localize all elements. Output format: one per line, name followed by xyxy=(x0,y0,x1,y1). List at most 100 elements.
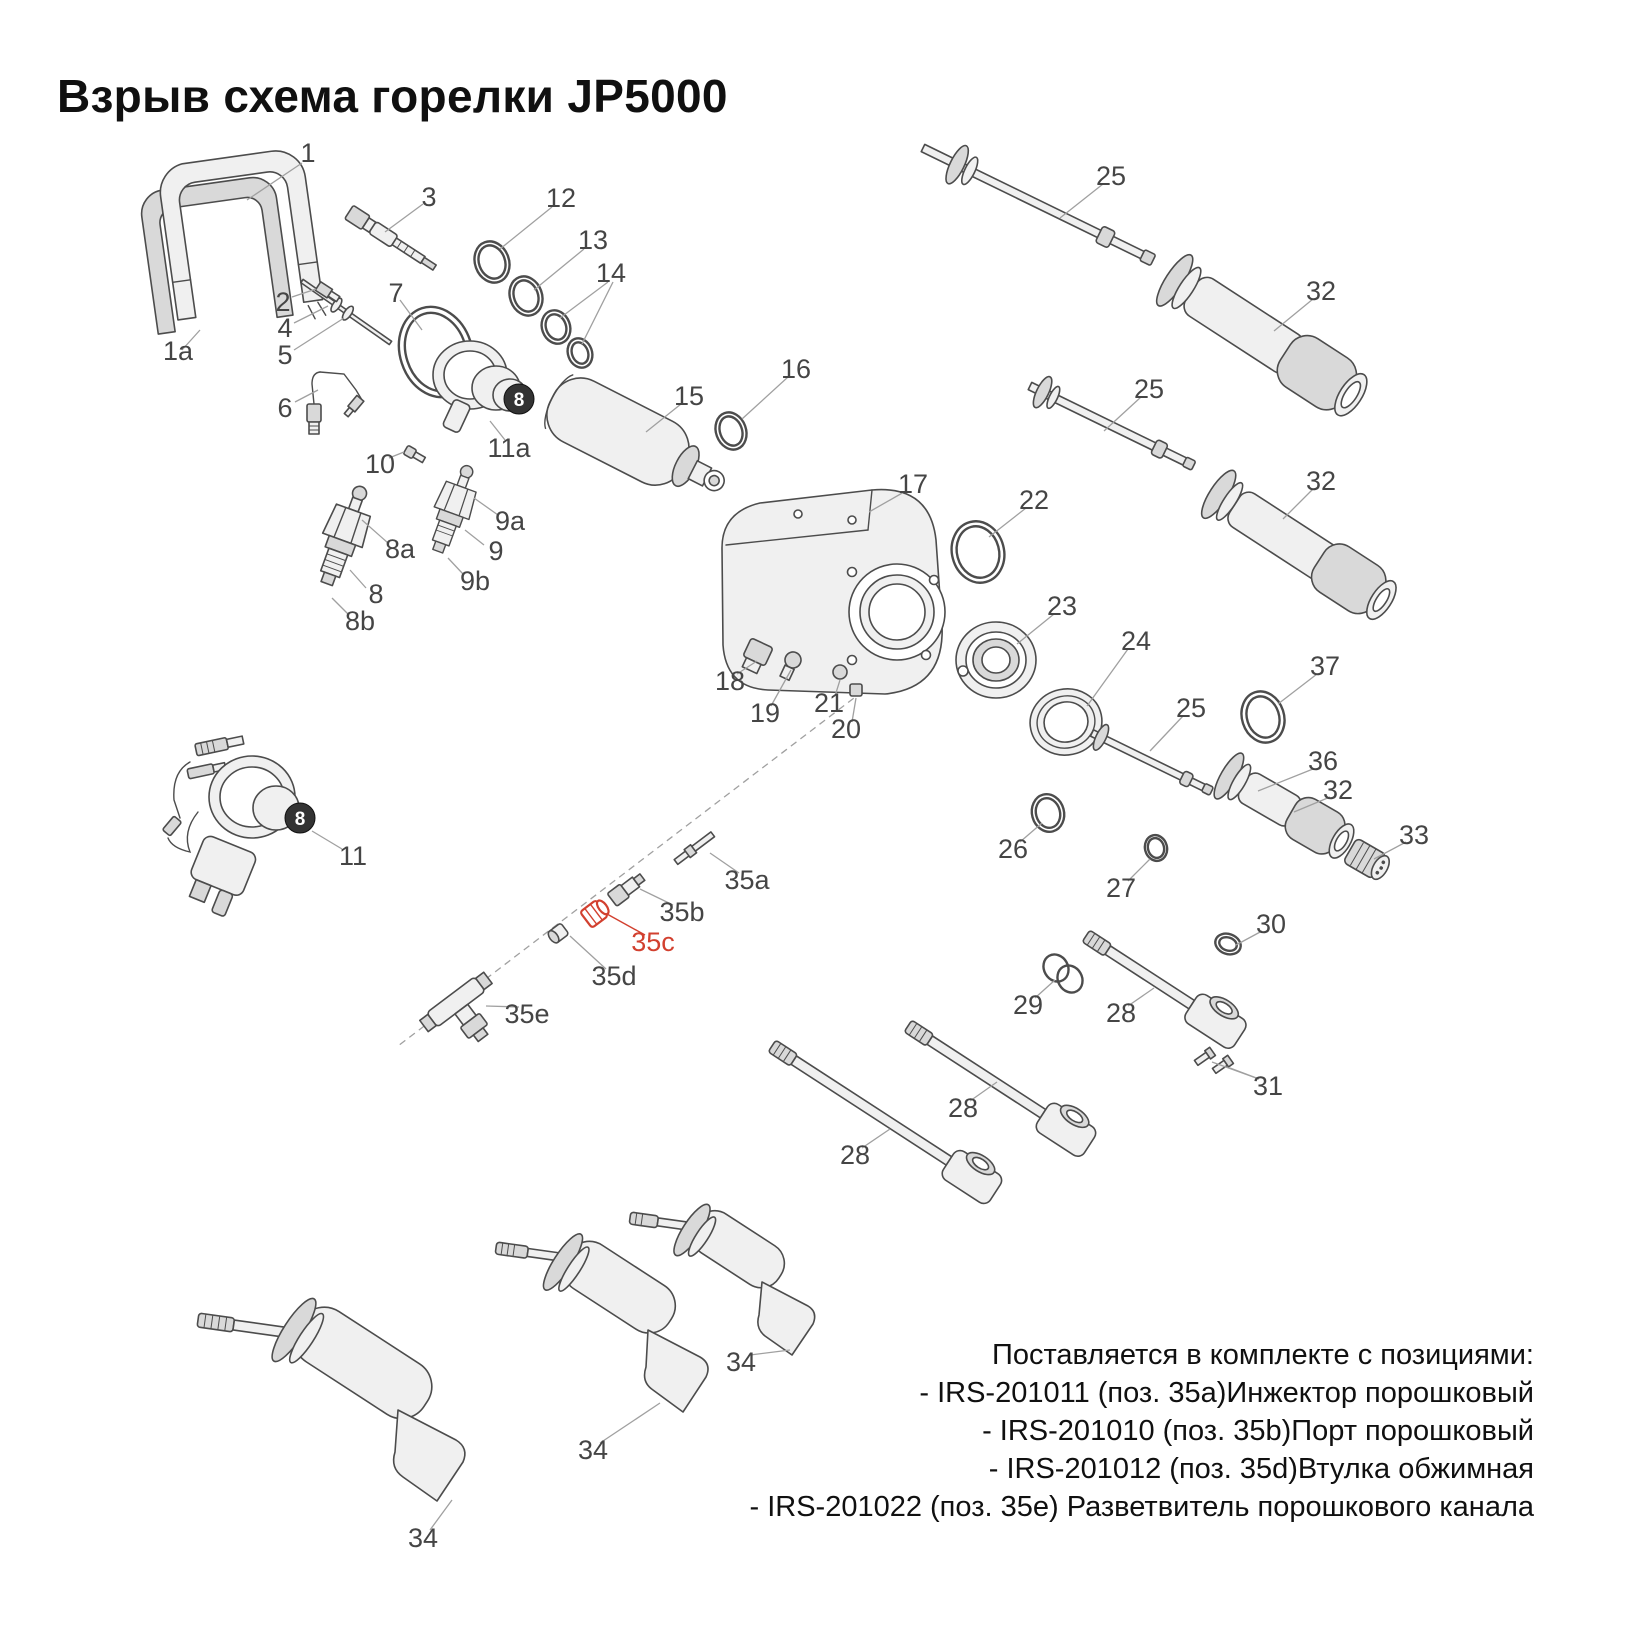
part-1-cover xyxy=(159,150,327,321)
label-14: 14 xyxy=(596,258,626,288)
part-16-oring xyxy=(714,411,748,451)
label-31: 31 xyxy=(1253,1071,1283,1101)
label-26: 26 xyxy=(998,834,1028,864)
label-36: 36 xyxy=(1308,746,1338,776)
ball-marking-11: 8 xyxy=(295,809,306,830)
page-title: Взрыв схема горелки JP5000 xyxy=(57,69,728,122)
part-33-knurled-nut xyxy=(1344,838,1390,881)
label-28-c: 28 xyxy=(840,1140,870,1170)
part-27-oring xyxy=(1143,833,1169,863)
label-33: 33 xyxy=(1399,820,1429,850)
part-14-orings xyxy=(540,309,594,369)
part-8-valve xyxy=(319,485,372,587)
part-30-oring xyxy=(1214,932,1242,956)
part-21-fitting xyxy=(832,664,848,680)
part-32-handle-c xyxy=(1213,752,1355,859)
part-31-screws xyxy=(1193,1046,1235,1075)
part-37-oring xyxy=(1240,690,1286,744)
part-26-oring xyxy=(1030,792,1066,834)
part-35c-nut-highlighted xyxy=(580,899,610,928)
part-1a-inner-shell xyxy=(140,176,294,335)
part-29-orings xyxy=(1042,953,1084,994)
label-35d: 35d xyxy=(591,961,636,991)
part-18-fitting xyxy=(741,638,773,675)
part-15-barrel xyxy=(544,374,725,492)
part-35e-splitter xyxy=(419,971,493,1043)
label-35a: 35a xyxy=(724,865,770,895)
part-6-sensor-cable xyxy=(306,371,365,435)
label-15: 15 xyxy=(674,381,704,411)
kit-note-item: - IRS-201010 (поз. 35b)Порт порошковый xyxy=(982,1415,1534,1447)
label-23: 23 xyxy=(1047,591,1077,621)
part-28-hose-c xyxy=(768,1040,1003,1205)
kit-notes-heading: Поставляется в комплекте с позициями: xyxy=(991,1339,1534,1371)
label-25-a: 25 xyxy=(1096,161,1126,191)
label-24: 24 xyxy=(1121,626,1151,656)
part-34-assembly-a xyxy=(196,1297,466,1502)
ball-marking-11a: 8 xyxy=(514,390,525,411)
label-1a: 1a xyxy=(163,336,194,366)
part-28-hose-b xyxy=(904,1020,1097,1158)
label-11a: 11a xyxy=(487,433,531,463)
part-25-rod-b xyxy=(1027,375,1196,471)
part-35a-injector xyxy=(673,831,716,866)
label-8b: 8b xyxy=(345,606,375,636)
kit-note-item: - IRS-201012 (поз. 35d)Втулка обжимная xyxy=(988,1453,1534,1485)
part-10-screw xyxy=(403,445,427,464)
part-32-handle-a xyxy=(1155,253,1368,417)
label-21: 21 xyxy=(814,688,844,718)
part-13-oring xyxy=(508,275,544,317)
label-17: 17 xyxy=(898,469,928,499)
part-12-oring xyxy=(473,240,511,284)
label-32-a: 32 xyxy=(1306,276,1336,306)
part-36-flange xyxy=(1213,752,1252,801)
part-25-rod-c xyxy=(1089,723,1214,796)
label-10: 10 xyxy=(365,449,395,479)
label-16: 16 xyxy=(781,354,811,384)
label-28-a: 28 xyxy=(1106,998,1136,1028)
label-18: 18 xyxy=(715,666,745,696)
label-34-c: 34 xyxy=(726,1347,756,1377)
label-6: 6 xyxy=(277,393,292,423)
label-9a: 9a xyxy=(495,506,526,536)
label-20: 20 xyxy=(831,714,861,744)
label-30: 30 xyxy=(1256,909,1286,939)
part-28-hose-a xyxy=(1082,930,1247,1050)
label-19: 19 xyxy=(750,698,780,728)
label-5: 5 xyxy=(277,340,292,370)
label-35b: 35b xyxy=(659,897,704,927)
label-9: 9 xyxy=(488,536,503,566)
label-34-b: 34 xyxy=(578,1435,608,1465)
part-23-sleeve xyxy=(955,621,1037,699)
part-2-contact-pin xyxy=(314,281,341,303)
part-34-assembly-c xyxy=(628,1203,816,1356)
label-3: 3 xyxy=(421,182,436,212)
label-37: 37 xyxy=(1310,651,1340,681)
label-35c: 35c xyxy=(631,927,675,957)
kit-notes: Поставляется в комплекте с позициями: - … xyxy=(749,1336,1534,1526)
part-17-main-body xyxy=(721,488,946,695)
part-35d-bushing xyxy=(547,923,569,944)
label-8: 8 xyxy=(368,579,383,609)
part-labels: 1 1a 2 3 4 5 6 7 8a 8 8b 9a 9 9b 10 11a … xyxy=(163,138,1429,1553)
part-35b-port xyxy=(607,873,646,907)
label-7: 7 xyxy=(388,278,403,308)
part-19-fitting xyxy=(779,651,802,682)
leader-lines xyxy=(181,162,1407,1531)
part-32-handle-b xyxy=(1200,469,1397,621)
part-11a-valve-head: 8 xyxy=(432,340,535,433)
part-25-rod-a xyxy=(920,143,1156,266)
label-32-c: 32 xyxy=(1323,775,1353,805)
label-8a: 8a xyxy=(385,534,416,564)
label-9b: 9b xyxy=(460,566,490,596)
label-25-b: 25 xyxy=(1134,374,1164,404)
label-35e: 35e xyxy=(504,999,549,1029)
label-27: 27 xyxy=(1106,873,1136,903)
part-11-regulator: 8 xyxy=(162,735,316,917)
part-22-oring xyxy=(950,520,1006,584)
label-13: 13 xyxy=(578,225,608,255)
part-20-fitting xyxy=(849,683,863,697)
label-2: 2 xyxy=(275,287,290,317)
